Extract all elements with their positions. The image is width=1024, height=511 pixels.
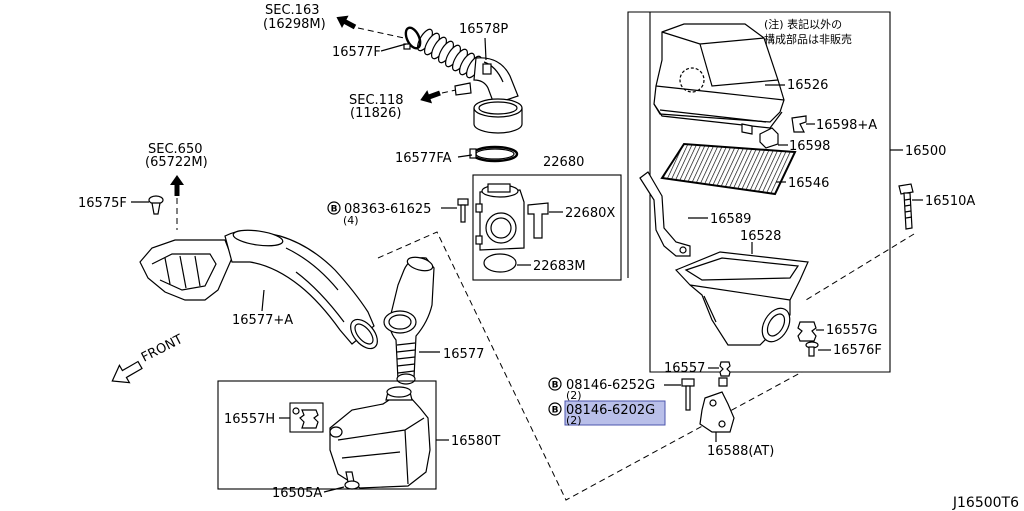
- bracket-16589: [639, 171, 691, 257]
- part-label-16589[interactable]: 16589: [710, 212, 751, 227]
- hose-16578p: [417, 28, 519, 105]
- part-label-22683m[interactable]: 22683M: [533, 259, 586, 274]
- qty-08363-61625: (4): [343, 214, 359, 227]
- part-label-08363-61625[interactable]: 08363-61625: [344, 202, 431, 217]
- sec163-reference[interactable]: SEC.163 (16298M): [263, 3, 326, 32]
- part-label-16577f[interactable]: 16577F: [332, 45, 381, 60]
- part-label-16588[interactable]: 16588(AT): [707, 444, 774, 459]
- bracket-16588: [699, 377, 735, 433]
- part-label-16578p[interactable]: 16578P: [459, 22, 508, 37]
- sec650-reference[interactable]: SEC.650 (65722M): [145, 142, 208, 170]
- circled-b-icon: B: [548, 377, 562, 391]
- leader-16577fa: [457, 154, 473, 158]
- sec163-dashed-line: [357, 27, 405, 39]
- group-box-22680: [472, 174, 622, 281]
- note-line-2: 構成部品は非販売: [764, 32, 852, 46]
- circled-b-icon: B: [327, 201, 341, 215]
- part-label-16505a[interactable]: 16505A: [272, 486, 322, 501]
- air-duct-16577a: [139, 229, 378, 350]
- sec163-label[interactable]: SEC.163: [265, 3, 320, 18]
- sec118-arrow-icon: [420, 90, 441, 104]
- part-label-16557h[interactable]: 16557H: [224, 412, 275, 427]
- b-prefix: B: [552, 406, 559, 416]
- front-direction-label: FRONT: [139, 332, 185, 366]
- clip-16598a: [791, 115, 807, 133]
- sec118-label[interactable]: SEC.118: [349, 93, 404, 108]
- clamp-16577f: [403, 26, 422, 50]
- leader-16577a: [261, 289, 265, 312]
- clip-16575f: [148, 195, 164, 215]
- part-label-16577fa[interactable]: 16577FA: [395, 151, 452, 166]
- sensor-22680x: [527, 202, 549, 239]
- bolt-dashed-line: [805, 233, 915, 301]
- bolt-08363-61625: [457, 198, 469, 223]
- drawing-code: J16500T6: [952, 495, 1019, 511]
- part-label-16557g[interactable]: 16557G: [826, 323, 877, 338]
- bolt-16505a: [344, 471, 360, 490]
- bolt-08146-6252g: [681, 378, 695, 411]
- group-box-16580t: [217, 380, 437, 490]
- b-prefix: B: [552, 381, 559, 391]
- part-label-16598[interactable]: 16598: [789, 139, 830, 154]
- grommet-16557g: [797, 321, 817, 342]
- part-label-08146-6252g[interactable]: 08146-6252G: [566, 378, 655, 393]
- part-label-22680x[interactable]: 22680X: [565, 206, 615, 221]
- cover-16526: [653, 23, 785, 135]
- bolt-16510a: [898, 183, 914, 230]
- sec118-reference[interactable]: SEC.118 (11826): [349, 93, 404, 121]
- assembly-dashed-line: [377, 231, 803, 501]
- circled-b-icon: B: [548, 402, 562, 416]
- sec650-code[interactable]: (65722M): [145, 155, 208, 170]
- clip-16598: [759, 127, 779, 149]
- part-label-16510a[interactable]: 16510A: [925, 194, 975, 209]
- part-label-16577[interactable]: 16577: [443, 347, 484, 362]
- filter-element-16546: [660, 142, 797, 196]
- part-label-16577a[interactable]: 16577+A: [232, 313, 293, 328]
- part-label-16557[interactable]: 16557: [664, 361, 705, 376]
- note-line-1: (注) 表記以外の: [764, 17, 842, 31]
- lower-case-16528: [674, 251, 809, 346]
- part-label-16546[interactable]: 16546: [788, 176, 829, 191]
- part-label-22680[interactable]: 22680: [543, 155, 584, 170]
- resonator-16580t: [329, 386, 431, 489]
- b-prefix: B: [331, 205, 338, 215]
- group-box-16500: [627, 11, 891, 373]
- mass-air-flow-sensor: [475, 183, 525, 251]
- grommet-16557h: [292, 407, 319, 429]
- clamp-16577fa: [469, 145, 519, 163]
- front-arrow-icon: [111, 360, 143, 384]
- duct-connector: [473, 98, 523, 134]
- sec163-arrow-icon: [336, 15, 357, 30]
- sec118-dashed-line: [441, 89, 457, 94]
- part-label-16580t[interactable]: 16580T: [451, 434, 500, 449]
- selection-highlight: [564, 400, 666, 426]
- hose-16577: [383, 256, 435, 385]
- leader-16578p: [484, 37, 487, 61]
- sec650-label[interactable]: SEC.650: [148, 142, 203, 157]
- sec163-code[interactable]: (16298M): [263, 17, 326, 32]
- part-label-08146-6202g[interactable]: 08146-6202G: [566, 403, 655, 418]
- qty-08146-6252g: (2): [566, 389, 582, 402]
- part-label-16575f[interactable]: 16575F: [78, 196, 127, 211]
- qty-08146-6202g: (2): [566, 414, 582, 427]
- grommet-16557: [719, 361, 731, 377]
- part-label-16528[interactable]: 16528: [740, 229, 781, 244]
- o-ring-22683m: [483, 253, 517, 273]
- leader-16577f: [380, 43, 407, 52]
- bolt-16576f: [805, 341, 819, 357]
- part-label-16598a[interactable]: 16598+A: [816, 118, 877, 133]
- part-label-16526[interactable]: 16526: [787, 78, 828, 93]
- part-label-16576f[interactable]: 16576F: [833, 343, 882, 358]
- sec118-code[interactable]: (11826): [350, 106, 402, 121]
- leader-16505a: [323, 486, 345, 493]
- part-label-16500[interactable]: 16500: [905, 144, 946, 159]
- sec650-arrow-icon: [170, 175, 184, 196]
